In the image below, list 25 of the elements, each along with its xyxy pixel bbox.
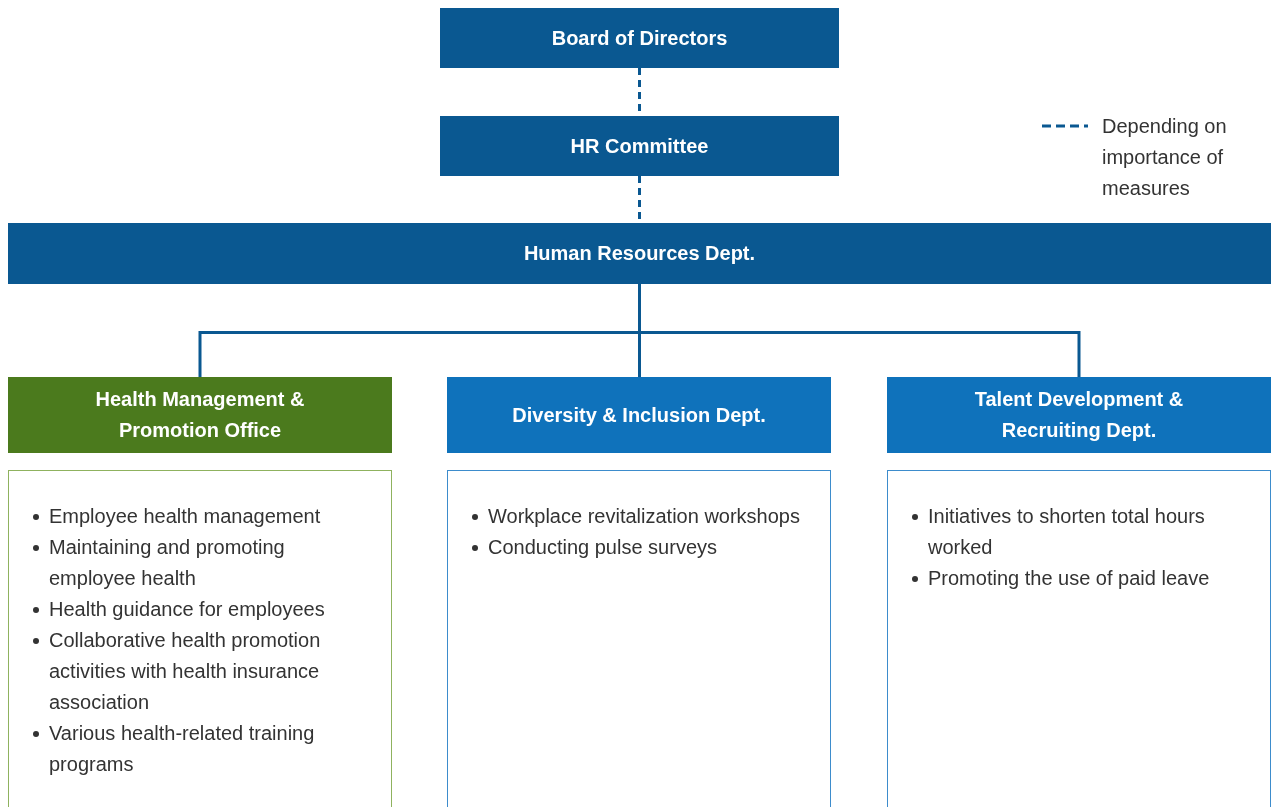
task-list-panel: [8, 470, 392, 807]
task-list-panel: [447, 470, 831, 807]
department-box: [887, 377, 1271, 453]
bullet-item: Maintaining and promoting employee health: [27, 532, 369, 594]
bullet-item: Health guidance for employees: [27, 594, 369, 625]
department-name: Board of Directors: [550, 25, 729, 51]
bullet-item: Initiatives to shorten total hours worked: [906, 501, 1248, 563]
department-name: Health Management & Promotion Office: [94, 387, 306, 443]
department-name: HR Committee: [569, 133, 710, 159]
bullet-item: Promoting the use of paid leave: [906, 563, 1248, 594]
bullet-item: Conducting pulse surveys: [466, 532, 800, 563]
department-box: [440, 8, 839, 68]
task-list-panel: [887, 470, 1271, 807]
bullet-item: Various health-related training programs: [27, 718, 369, 780]
department-box: [8, 223, 1271, 284]
bullet-item: Workplace revitalization workshops: [466, 501, 800, 532]
department-box: [447, 377, 831, 453]
bullet-item: Collaborative health promotion activities with health insurance association: [27, 625, 369, 718]
department-box: [8, 377, 392, 453]
bullet-item: Employee health management: [27, 501, 369, 532]
department-name: Talent Development & Recruiting Dept.: [973, 387, 1185, 443]
department-name: Diversity & Inclusion Dept.: [511, 402, 767, 428]
legend-text: Depending on importance of measures: [1102, 114, 1228, 201]
department-name: Human Resources Dept.: [522, 241, 757, 266]
department-box: [440, 116, 839, 176]
